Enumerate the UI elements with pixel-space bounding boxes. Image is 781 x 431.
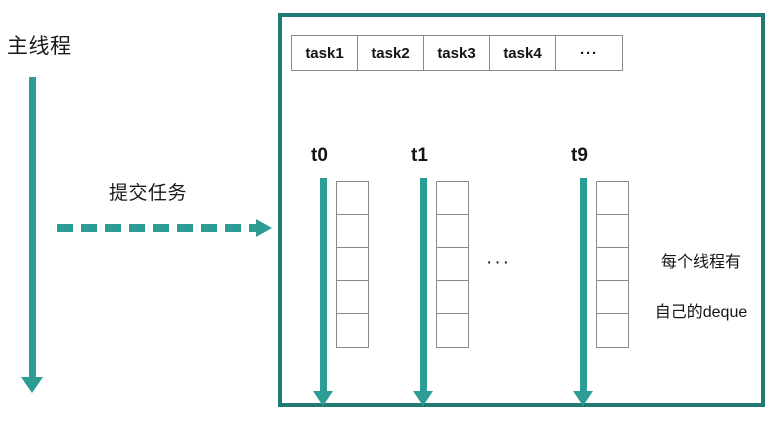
deque-cell — [337, 248, 368, 281]
workers-ellipsis: ··· — [486, 252, 511, 273]
worker-arrowhead-icon — [573, 391, 593, 406]
task-cell: task2 — [358, 36, 424, 70]
deque-cell — [597, 281, 628, 314]
deque-cell — [337, 314, 368, 347]
deque-cell — [337, 281, 368, 314]
deque-cell — [437, 314, 468, 347]
worker-deque — [596, 181, 629, 348]
task-cell: task3 — [424, 36, 490, 70]
submit-task-arrowhead-icon — [256, 219, 272, 237]
submit-task-label: 提交任务 — [109, 183, 188, 204]
worker-arrowhead-icon — [313, 391, 333, 406]
main-thread-timeline — [29, 77, 36, 377]
deque-note-line2: 自己的deque — [654, 304, 748, 321]
worker-timeline — [580, 178, 587, 391]
deque-note: 每个线程有 自己的deque — [641, 225, 761, 350]
deque-cell — [437, 182, 468, 215]
deque-note-line1: 每个线程有 — [660, 254, 741, 271]
deque-cell — [597, 182, 628, 215]
main-thread-arrowhead-icon — [21, 377, 43, 393]
deque-cell — [437, 215, 468, 248]
worker-timeline — [420, 178, 427, 391]
deque-cell — [597, 215, 628, 248]
deque-cell — [437, 248, 468, 281]
main-thread-label: 主线程 — [7, 35, 72, 58]
submit-task-dashed-arrow — [57, 224, 257, 232]
deque-cell — [437, 281, 468, 314]
deque-cell — [337, 182, 368, 215]
task-cell: task4 — [490, 36, 556, 70]
deque-cell — [597, 248, 628, 281]
worker-label: t9 — [571, 145, 588, 166]
worker-timeline — [320, 178, 327, 391]
worker-deque — [336, 181, 369, 348]
task-cell-ellipsis: ··· — [580, 44, 598, 62]
worker-label: t0 — [311, 145, 328, 166]
worker-label: t1 — [411, 145, 428, 166]
deque-cell — [337, 215, 368, 248]
deque-cell — [597, 314, 628, 347]
worker-deque — [436, 181, 469, 348]
task-cell: task1 — [292, 36, 358, 70]
task-queue-row: task1 task2 task3 task4 ··· — [291, 35, 623, 71]
worker-arrowhead-icon — [413, 391, 433, 406]
